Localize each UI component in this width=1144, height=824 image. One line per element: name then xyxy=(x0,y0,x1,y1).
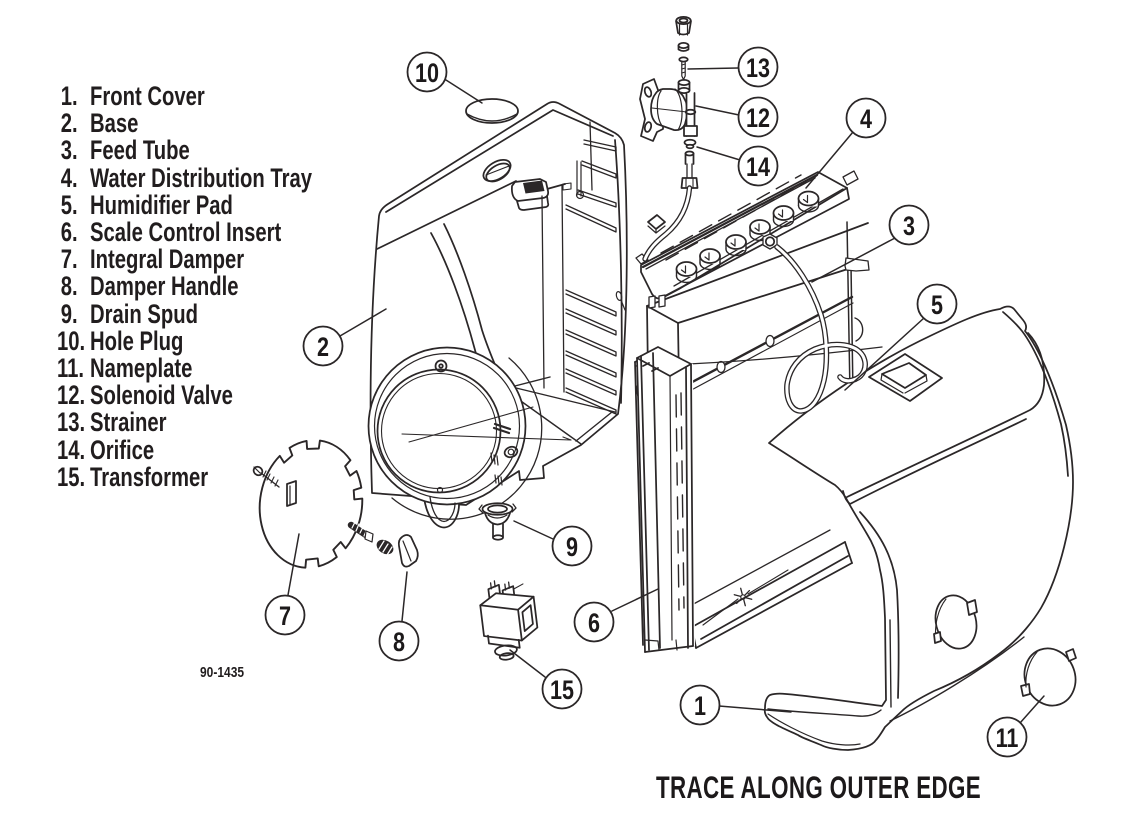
svg-text:7: 7 xyxy=(279,602,291,632)
svg-text:11: 11 xyxy=(996,724,1019,754)
svg-text:10: 10 xyxy=(415,59,439,89)
svg-text:9: 9 xyxy=(566,533,578,563)
svg-text:8: 8 xyxy=(393,628,405,658)
svg-text:1: 1 xyxy=(694,692,706,722)
svg-text:12: 12 xyxy=(746,104,770,134)
svg-text:3: 3 xyxy=(903,212,915,242)
svg-text:5: 5 xyxy=(931,291,943,321)
svg-text:13: 13 xyxy=(746,54,770,84)
svg-text:14: 14 xyxy=(746,153,770,183)
svg-text:15: 15 xyxy=(550,676,574,706)
svg-text:6: 6 xyxy=(588,609,600,639)
svg-text:4: 4 xyxy=(860,105,872,135)
svg-text:2: 2 xyxy=(317,333,329,363)
